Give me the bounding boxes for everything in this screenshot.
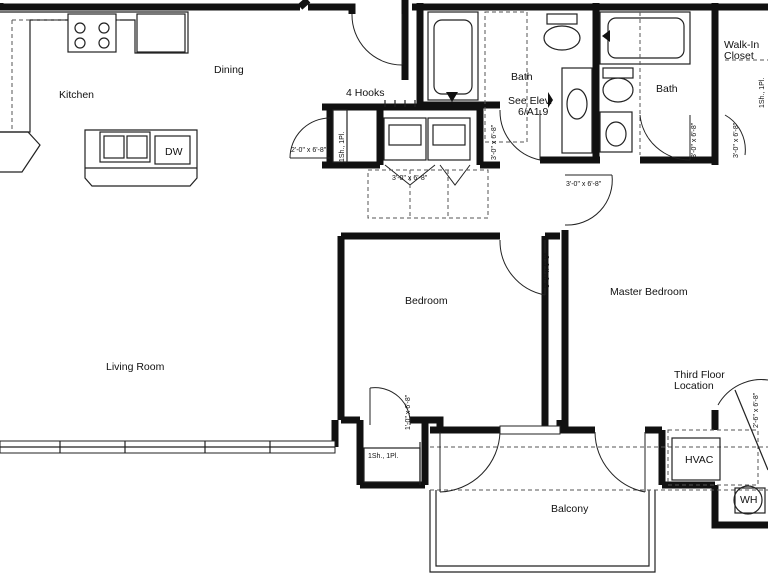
dim-bath-right-door: 3'-0" x 6'-8": [691, 122, 698, 158]
balcony-door-left-swing: [439, 431, 501, 493]
room-label-living-room: Living Room: [106, 361, 165, 373]
room-label-water-heater: WH: [740, 494, 758, 506]
balcony-door-right-swing: [594, 431, 646, 493]
room-label-walkin-1: Walk-In: [724, 39, 759, 51]
dim-walkin-door: 3'-0" x 6'-8": [733, 122, 740, 158]
pantry-door-swing: [289, 117, 331, 159]
laundry-machines: [367, 100, 489, 219]
bath-left-fixtures: [427, 11, 593, 154]
bath-right-fixtures: [599, 11, 768, 155]
kitchen-counters: [0, 11, 198, 187]
master-hall-door-swing: [564, 174, 613, 226]
dim-bedroom-closet-door: 1'-0" x 6'-8": [405, 394, 412, 430]
dim-third-floor-door: 2'-6" x 6'-8": [753, 392, 760, 428]
dim-master-hall-door: 3'-0" x 6'-8": [566, 181, 602, 188]
bath-right-door-swing: [639, 114, 691, 161]
balcony-outline: [429, 446, 768, 573]
dim-bedroom-door: 3'-0" x 6'-8": [544, 252, 551, 288]
note-shelf-bedroom-closet: 1Sh., 1Pl.: [368, 453, 398, 460]
walkin-door-swing: [724, 114, 746, 156]
room-label-bath-left: Bath: [511, 71, 533, 83]
note-see-elev-2: 6/A1.9: [518, 106, 549, 118]
dim-pantry-door: 2'-0" x 6'-8": [291, 147, 327, 154]
dim-laundry-door: 3'-0" x 6'-8": [392, 175, 428, 182]
note-shelf-walkin: 1Sh., 1Pl.: [759, 78, 766, 108]
bath-left-door-swing: [499, 109, 541, 161]
third-floor-label-2: Location: [674, 380, 714, 392]
room-label-walkin-2: Closet: [724, 50, 754, 62]
bedroom-closet-door-swing: [369, 387, 411, 426]
note-see-elev-1: See Elev.: [508, 95, 552, 107]
note-shelf-pantry: 1Sh., 1Pl.: [339, 132, 346, 162]
room-label-dining: Dining: [214, 64, 244, 76]
hvac-area: [667, 379, 768, 515]
room-label-kitchen: Kitchen: [59, 89, 94, 101]
third-floor-label-1: Third Floor: [674, 369, 725, 381]
room-label-master-bedroom: Master Bedroom: [610, 286, 688, 298]
room-label-bedroom: Bedroom: [405, 295, 448, 307]
windows: [0, 425, 561, 454]
note-hooks: 4 Hooks: [346, 87, 385, 99]
room-label-hvac: HVAC: [685, 454, 714, 466]
bedroom-door-swing: [499, 239, 546, 296]
room-label-bath-right: Bath: [656, 83, 678, 95]
note-dishwasher: DW: [165, 146, 183, 158]
dining-door-swing: [351, 13, 403, 66]
dim-bath-left-door: 3'-0" x 6'-8": [491, 124, 498, 160]
room-label-balcony: Balcony: [551, 503, 589, 515]
